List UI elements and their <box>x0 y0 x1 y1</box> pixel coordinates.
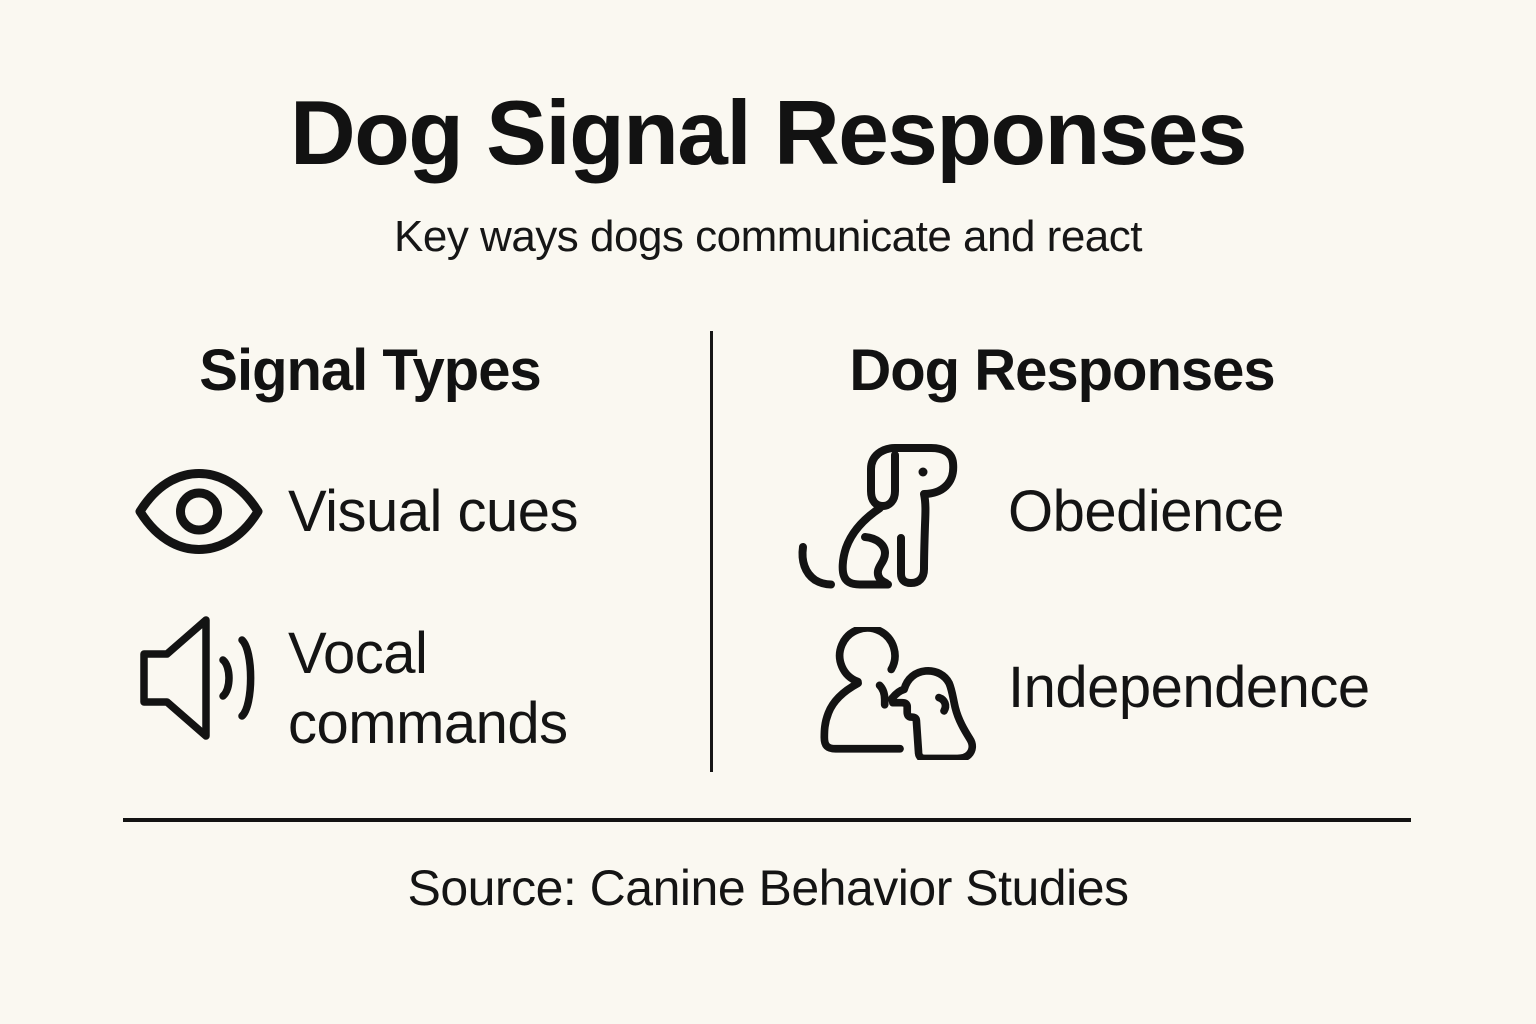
dog-response-label-obedience: Obedience <box>1008 479 1285 544</box>
speaker-icon <box>140 615 263 741</box>
vertical-divider <box>710 331 713 772</box>
person-with-dog-icon <box>816 627 980 760</box>
right-column-header: Dog Responses <box>849 338 1275 403</box>
sitting-dog-icon <box>795 443 961 595</box>
horizontal-divider <box>123 818 1411 822</box>
page-title: Dog Signal Responses <box>289 83 1248 184</box>
eye-icon <box>135 469 263 554</box>
source-attribution: Source: Canine Behavior Studies <box>407 860 1129 916</box>
page-subtitle: Key ways dogs communicate and react <box>394 212 1143 261</box>
signal-type-label-vocal-commands: Vocal commands <box>288 621 568 756</box>
left-column-header: Signal Types <box>199 338 541 403</box>
dog-response-label-independence: Independence <box>1008 655 1370 720</box>
signal-type-label-visual-cues: Visual cues <box>288 479 579 544</box>
